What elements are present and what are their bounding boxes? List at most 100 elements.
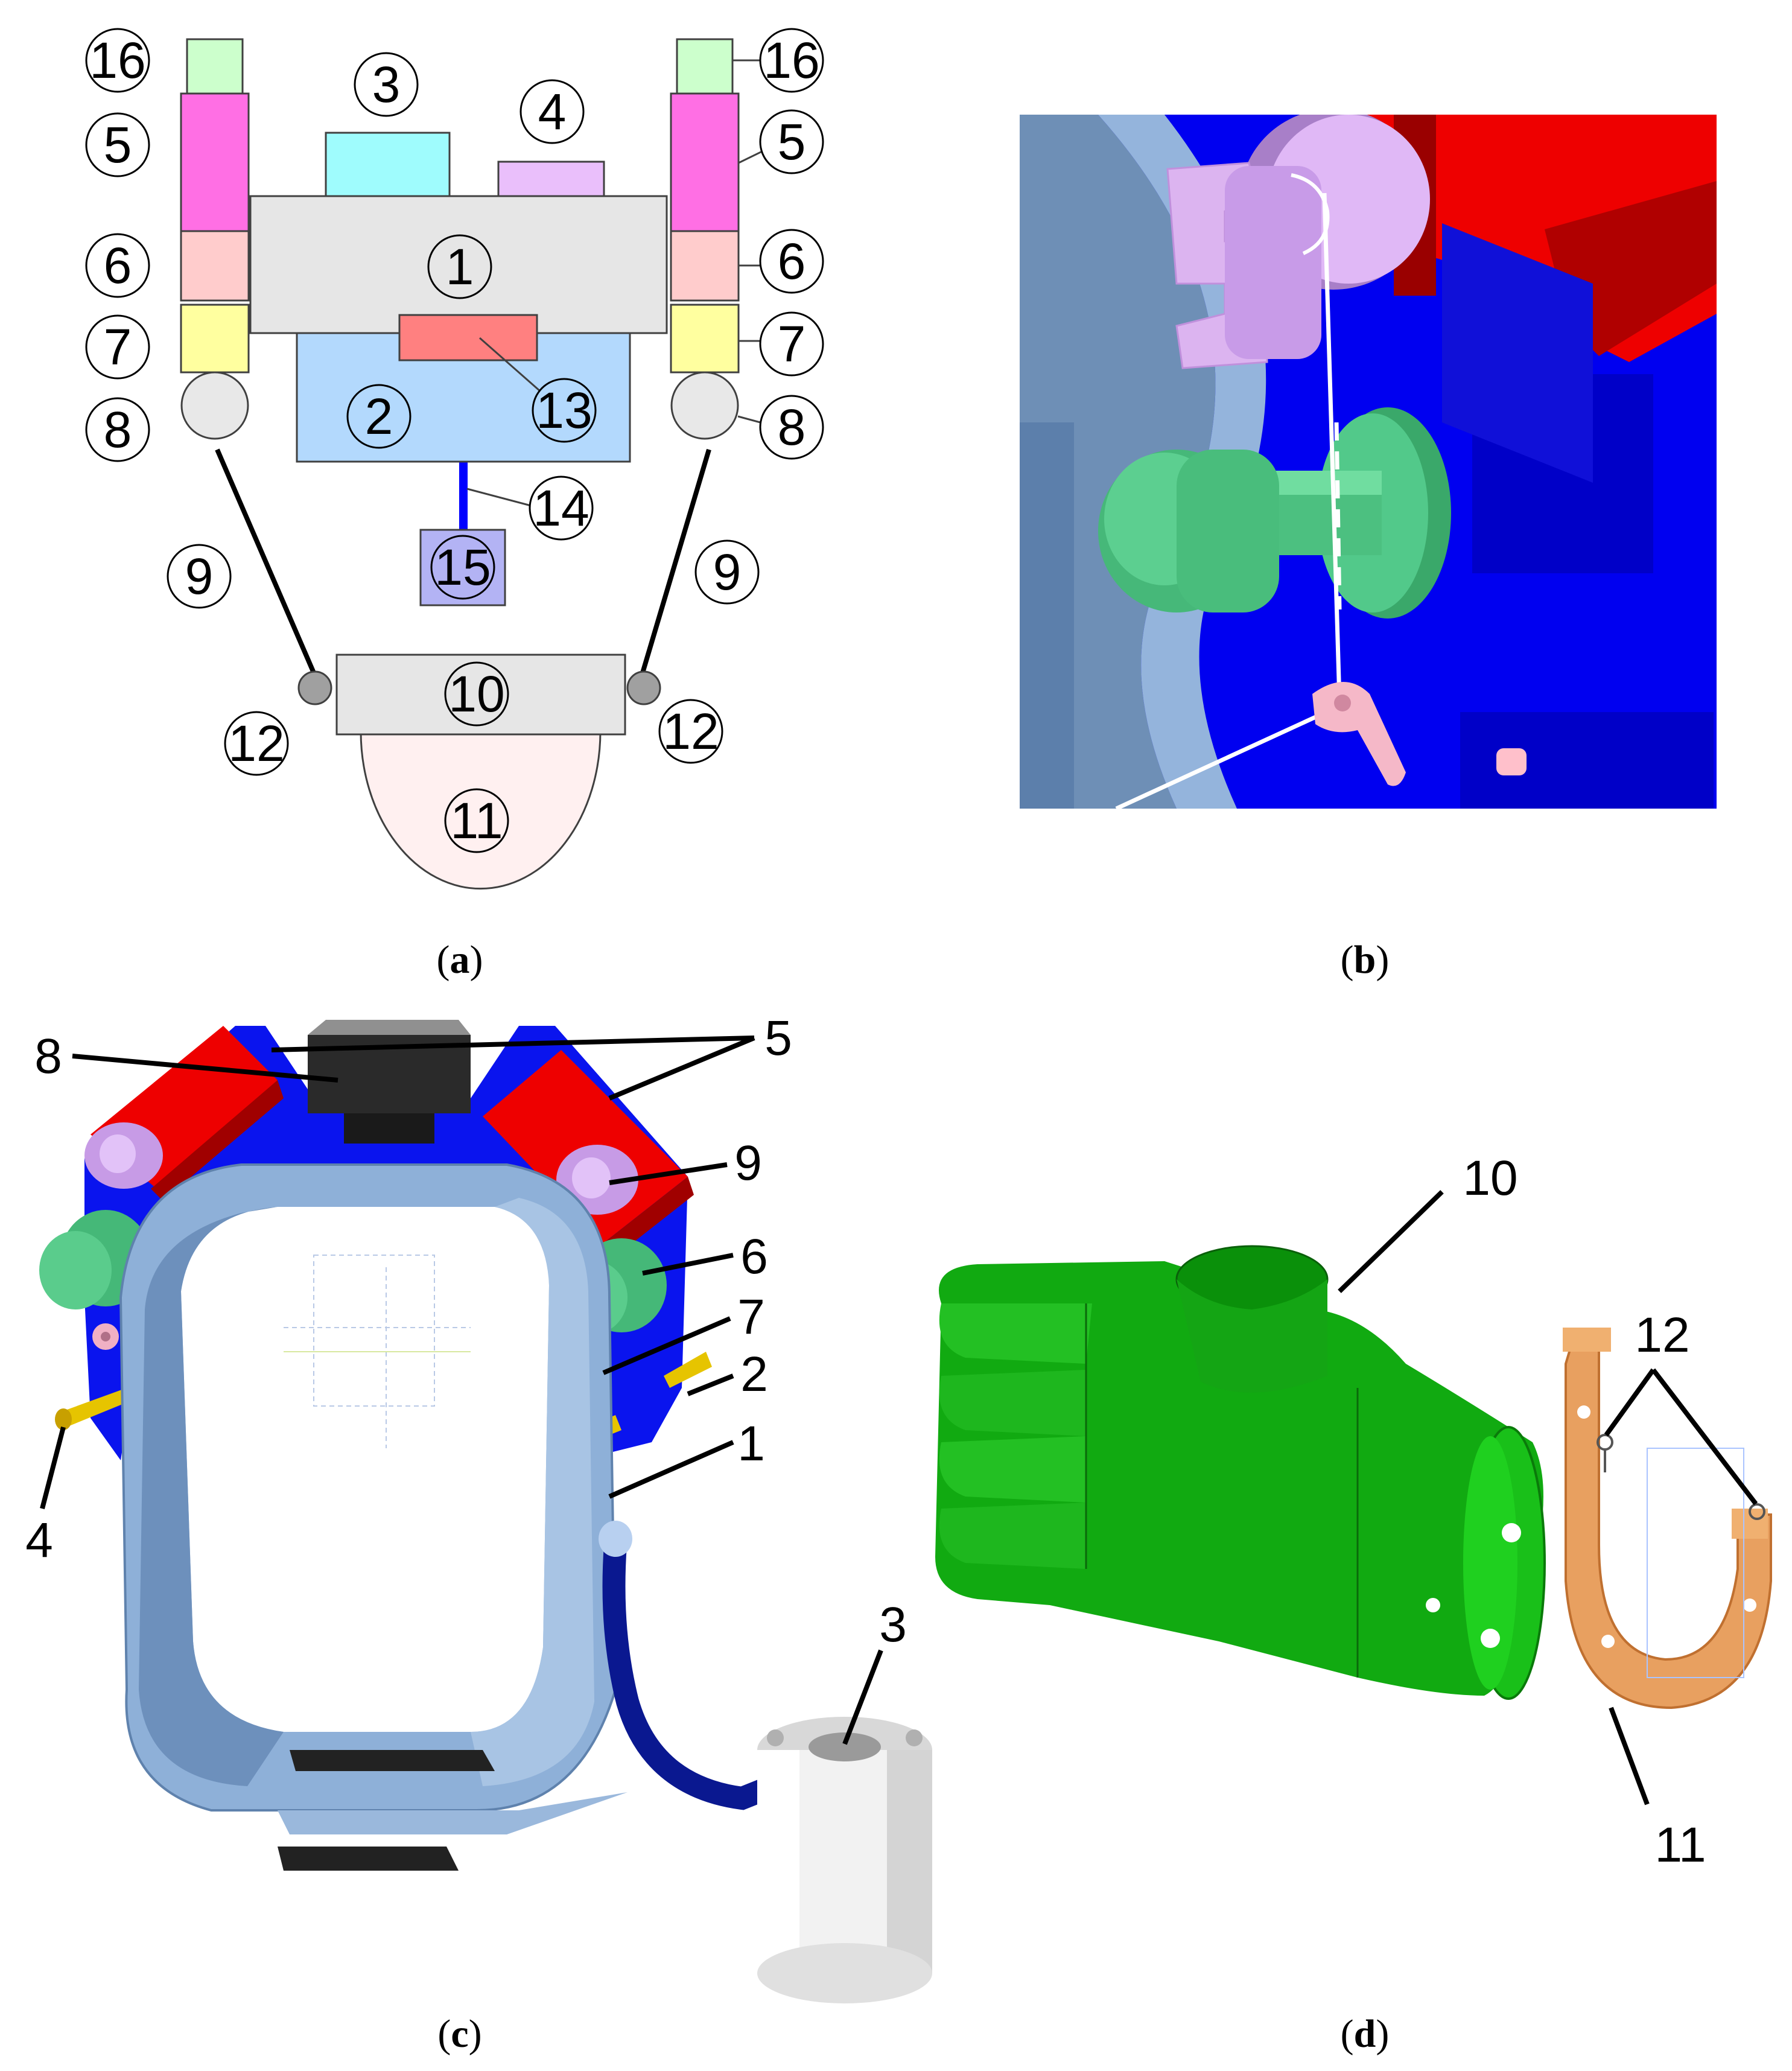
svg-text:1: 1 [446,238,474,295]
block-7-left [180,304,250,374]
label-12-right: 12 [658,699,723,764]
panel-a-schematic: 16 5 6 7 8 9 12 16 5 6 7 8 9 12 3 4 1 2 … [85,28,824,982]
label-8-right: 8 [759,395,824,460]
svg-text:16: 16 [89,32,145,89]
leader-c-5b [608,1036,755,1101]
leader-d-11 [1609,1707,1650,1805]
svg-text:15: 15 [434,539,491,596]
leader-d-10 [1338,1190,1444,1293]
callout-c-8: 8 [34,1029,62,1084]
svg-text:6: 6 [104,237,132,294]
block-5-right [670,92,740,232]
leader-c-1 [608,1440,734,1499]
callout-d-12: 12 [1635,1308,1689,1363]
label-16-right: 16 [759,28,824,93]
cable-9-right [640,448,711,674]
panel-d-glove-render: 10 12 11 (d) [935,1151,1772,2056]
label-16-left: 16 [85,28,150,93]
joint-8-right [670,371,739,440]
leader-c-4 [40,1426,66,1510]
block-5-left [180,92,250,232]
leader-c-9 [609,1162,728,1185]
caption-b: (b) [1341,938,1390,982]
leader-13 [479,337,541,392]
svg-text:12: 12 [228,715,284,772]
svg-text:12: 12 [662,703,719,760]
callout-c-5-top: 5 [764,1011,792,1066]
block-16-left [186,38,244,95]
svg-text:16: 16 [763,32,819,89]
block-11-shell [360,730,602,890]
block-10 [335,654,626,736]
callout-c-7: 7 [737,1290,765,1344]
label-4: 4 [519,79,585,144]
label-6-left: 6 [85,233,150,298]
block-7-right [670,304,740,374]
svg-text:13: 13 [536,382,592,439]
leader-5-right [738,150,764,164]
leader-c-6 [642,1253,734,1276]
callout-c-2: 2 [740,1347,768,1402]
leader-8-right [737,415,761,424]
panel-b-pulley-render: (b) [1020,115,1717,982]
svg-text:9: 9 [713,544,742,600]
svg-text:4: 4 [538,83,567,140]
block-1-main-body [249,195,668,334]
panel-c-device-render: 8 5 9 6 7 2 1 4 3 (c) [25,1011,932,2056]
leader-c-7 [602,1316,731,1375]
callout-c-1: 1 [737,1416,765,1471]
label-14: 14 [529,476,594,541]
callout-d-11: 11 [1654,1818,1706,1872]
leader-14 [466,488,532,507]
caption-a: (a) [437,938,483,982]
svg-text:10: 10 [448,666,504,722]
label-13: 13 [532,378,597,443]
cable-9-left [215,448,316,674]
svg-text:8: 8 [778,399,806,456]
leader-c-3 [842,1649,883,1745]
label-8-left: 8 [85,397,150,462]
label-6-right: 6 [759,229,824,294]
joint-8-left [180,371,249,440]
label-1: 1 [427,234,492,299]
block-6-left [180,230,250,302]
label-9-left: 9 [167,544,232,609]
svg-text:5: 5 [778,113,806,170]
svg-text:7: 7 [778,316,806,372]
label-3: 3 [354,52,419,117]
svg-text:11: 11 [450,792,503,849]
label-10: 10 [444,661,509,727]
svg-text:14: 14 [533,480,589,536]
caption-c: (c) [437,2012,481,2056]
svg-text:5: 5 [104,116,132,173]
leader-d-12a [1604,1368,1656,1437]
label-7-right: 7 [759,311,824,377]
svg-text:3: 3 [372,56,401,113]
leader-d-12b [1651,1368,1758,1506]
callout-c-6: 6 [740,1229,768,1284]
callout-d-10: 10 [1463,1151,1517,1206]
label-11: 11 [444,788,509,853]
label-7-left: 7 [85,314,150,380]
block-13 [398,314,538,361]
svg-text:7: 7 [104,319,132,375]
block-4 [497,161,605,197]
callout-c-4: 4 [25,1513,53,1568]
leader-c-5a [271,1036,755,1052]
svg-text:2: 2 [365,388,393,445]
callout-c-9: 9 [734,1136,762,1191]
label-12-left: 12 [224,711,289,776]
block-16-right [676,38,734,95]
label-15: 15 [430,535,495,600]
block-3 [325,132,451,197]
leader-c-8 [72,1054,338,1083]
svg-text:6: 6 [778,233,806,290]
block-6-right [670,230,740,302]
label-9-right: 9 [694,539,760,605]
callout-c-3: 3 [879,1597,907,1652]
caption-d: (d) [1341,2012,1390,2056]
svg-text:9: 9 [185,548,214,605]
label-2: 2 [346,384,411,449]
label-5-left: 5 [85,112,150,177]
